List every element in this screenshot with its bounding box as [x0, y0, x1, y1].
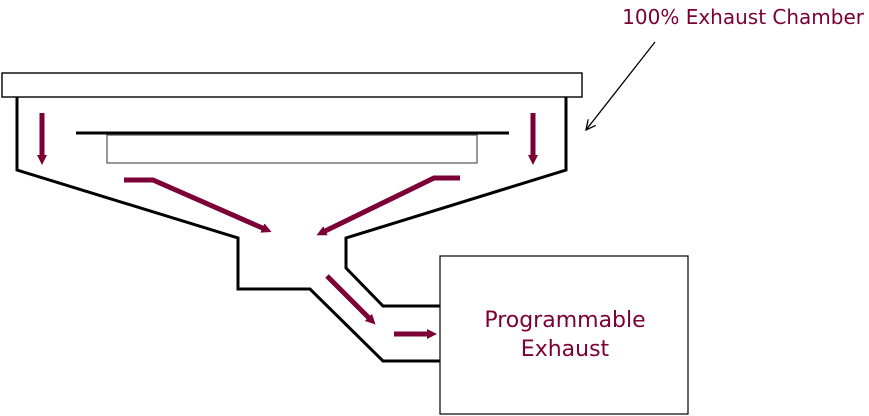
chamber-left-wall	[15, 97, 440, 363]
programmable-exhaust-box	[439, 255, 689, 415]
inner-plate	[106, 134, 478, 164]
exhaust-box-label-line2: Exhaust	[521, 337, 610, 362]
chamber-top-plate	[1, 72, 583, 98]
flow-arrow-duct-diagonal	[325, 274, 376, 325]
chamber-label-pointer	[586, 41, 656, 130]
chamber-label: 100% Exhaust Chamber	[622, 5, 865, 29]
chamber-right-wall	[344, 97, 568, 308]
flow-arrow-right-diagonal	[316, 175, 460, 236]
exhaust-box-label-line1: Programmable	[484, 308, 645, 333]
flow-arrow-left-diagonal	[124, 177, 272, 233]
